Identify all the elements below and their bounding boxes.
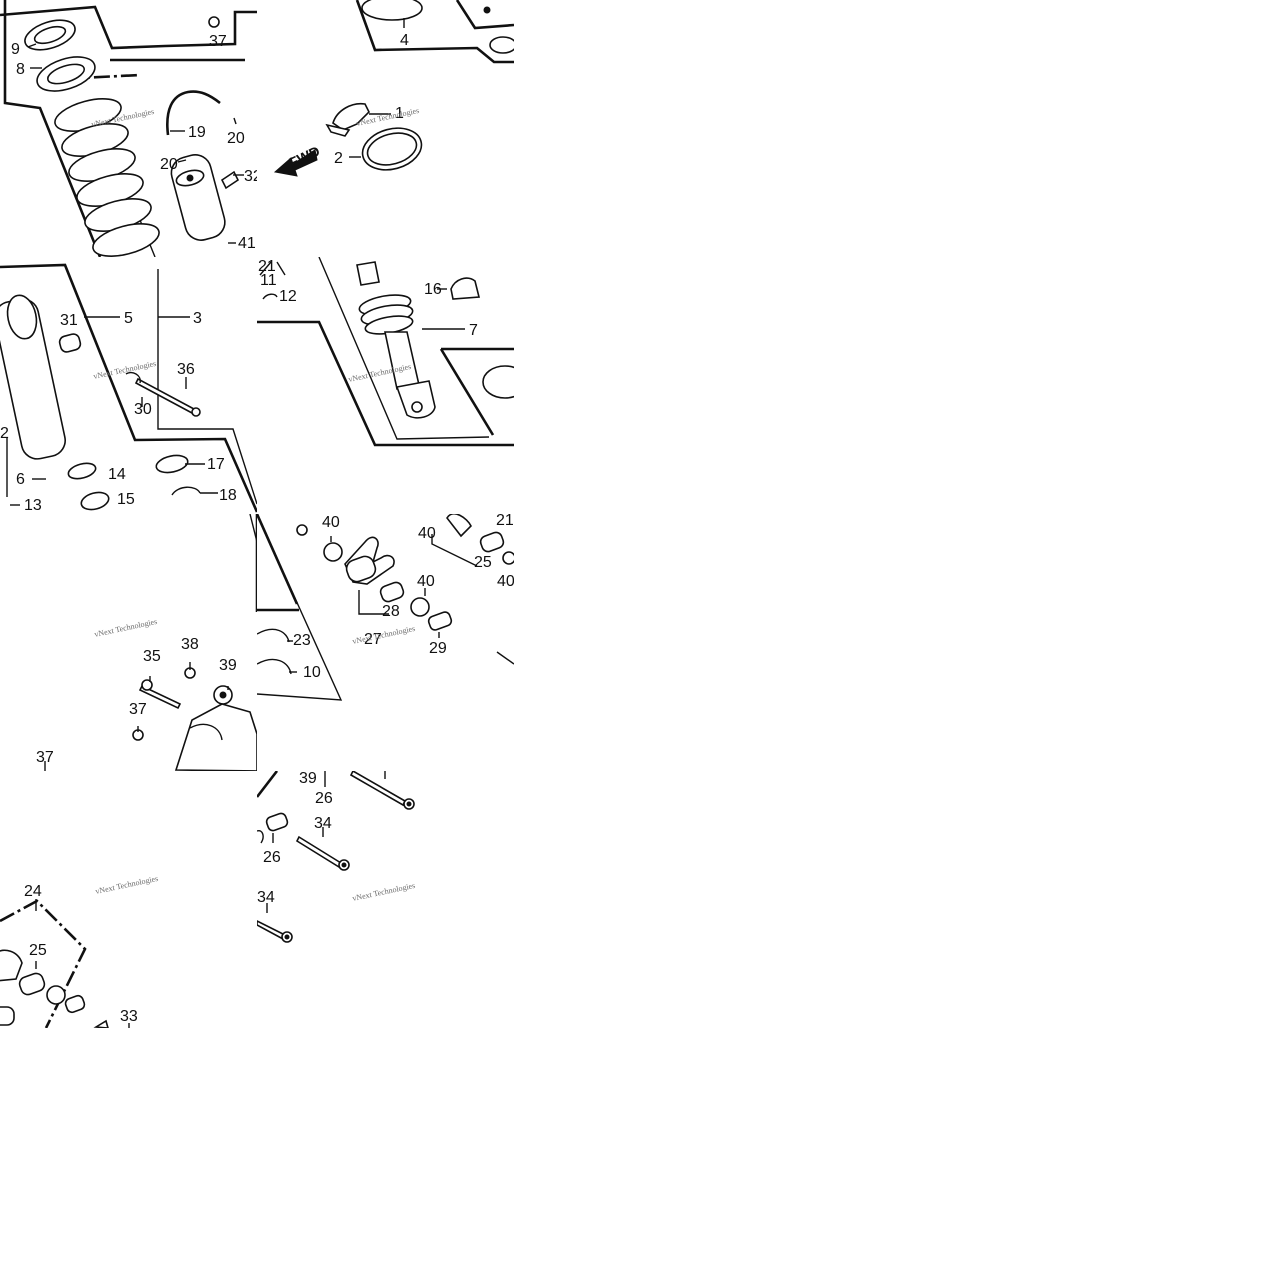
callout-31: 31 bbox=[60, 312, 78, 329]
callout-14: 14 bbox=[108, 466, 126, 483]
diagram-tile-axle-bolts: 39 26 34 26 34 vNext Technologies bbox=[257, 771, 514, 1028]
callout-32: 32 bbox=[244, 168, 257, 185]
callout-40: 40 bbox=[418, 525, 436, 542]
callout-41: 41 bbox=[238, 235, 256, 252]
callout-40: 40 bbox=[322, 514, 340, 531]
callout-1: 1 bbox=[395, 105, 404, 122]
callout-33: 33 bbox=[120, 1008, 138, 1025]
callout-35: 35 bbox=[143, 648, 161, 665]
callout-40: 40 bbox=[497, 573, 514, 590]
callout-30: 30 bbox=[134, 401, 152, 418]
watermark: vNext Technologies bbox=[95, 874, 159, 896]
diagram-tile-damper-body: 31 5 3 36 30 2 6 13 14 15 17 18 vNext Te… bbox=[0, 257, 257, 514]
callout-34: 34 bbox=[314, 815, 332, 832]
callout-24: 24 bbox=[24, 883, 42, 900]
watermark: vNext Technologies bbox=[93, 359, 157, 381]
callout-20: 20 bbox=[160, 156, 178, 173]
callout-39: 39 bbox=[219, 657, 237, 674]
forward-direction-label: FWD bbox=[287, 143, 323, 171]
callout-29: 29 bbox=[429, 640, 447, 657]
diagram-tile-pivot-bolts: 38 35 39 37 37 vNext Technologies bbox=[0, 514, 257, 771]
callout-9: 9 bbox=[11, 41, 20, 58]
diagram-tile-swingarm-bushings: 24 25 33 vNext Technologies bbox=[0, 771, 257, 1028]
callout-28: 28 bbox=[382, 603, 400, 620]
callout-21: 21 bbox=[258, 258, 276, 275]
callout-25: 25 bbox=[29, 942, 47, 959]
diagram-tile-spring-collars: 9 8 37 19 20 20 32 41 vNext Technologies bbox=[0, 0, 257, 257]
callout-2: 2 bbox=[0, 425, 9, 442]
callout-37: 37 bbox=[36, 749, 54, 766]
callout-6: 6 bbox=[16, 471, 25, 488]
callout-39: 39 bbox=[299, 771, 317, 787]
callout-5: 5 bbox=[124, 310, 133, 327]
watermark: vNext Technologies bbox=[352, 624, 416, 646]
callout-8: 8 bbox=[16, 61, 25, 78]
callout-38: 38 bbox=[181, 636, 199, 653]
callout-36: 36 bbox=[177, 361, 195, 378]
callout-26: 26 bbox=[315, 790, 333, 807]
blank-area-bottom bbox=[0, 1028, 514, 1285]
callout-34: 34 bbox=[257, 889, 275, 906]
watermark: vNext Technologies bbox=[94, 617, 158, 639]
callout-25: 25 bbox=[474, 554, 492, 571]
blank-area-right bbox=[514, 0, 1285, 1285]
callout-16: 16 bbox=[424, 281, 442, 298]
callout-3: 3 bbox=[193, 310, 202, 327]
callout-37: 37 bbox=[209, 33, 227, 50]
callout-19: 19 bbox=[188, 124, 206, 141]
callout-15: 15 bbox=[117, 491, 135, 508]
callout-2: 2 bbox=[334, 150, 343, 167]
callout-21: 21 bbox=[496, 514, 514, 529]
callout-26: 26 bbox=[263, 849, 281, 866]
callout-20: 20 bbox=[227, 130, 245, 147]
callout-4: 4 bbox=[400, 32, 409, 49]
callout-12: 12 bbox=[279, 288, 297, 305]
callout-27: 27 bbox=[364, 631, 382, 648]
callout-10: 10 bbox=[303, 664, 321, 681]
callout-40: 40 bbox=[417, 573, 435, 590]
callout-18: 18 bbox=[219, 487, 237, 504]
diagram-tile-shock-rod: 21 11 12 16 7 vNext Technologies bbox=[257, 257, 514, 514]
callout-7: 7 bbox=[469, 322, 478, 339]
watermark: vNext Technologies bbox=[352, 881, 416, 903]
diagram-tile-linkage: 40 40 21 25 40 40 28 27 29 23 10 vNext T… bbox=[257, 514, 514, 771]
callout-37: 37 bbox=[129, 701, 147, 718]
callout-13: 13 bbox=[24, 497, 42, 514]
callout-23: 23 bbox=[293, 632, 311, 649]
diagram-tile-hose-clamp: 4 1 2 FWD vNext Technologies bbox=[257, 0, 514, 257]
callout-11: 11 bbox=[260, 272, 277, 289]
callout-17: 17 bbox=[207, 456, 225, 473]
